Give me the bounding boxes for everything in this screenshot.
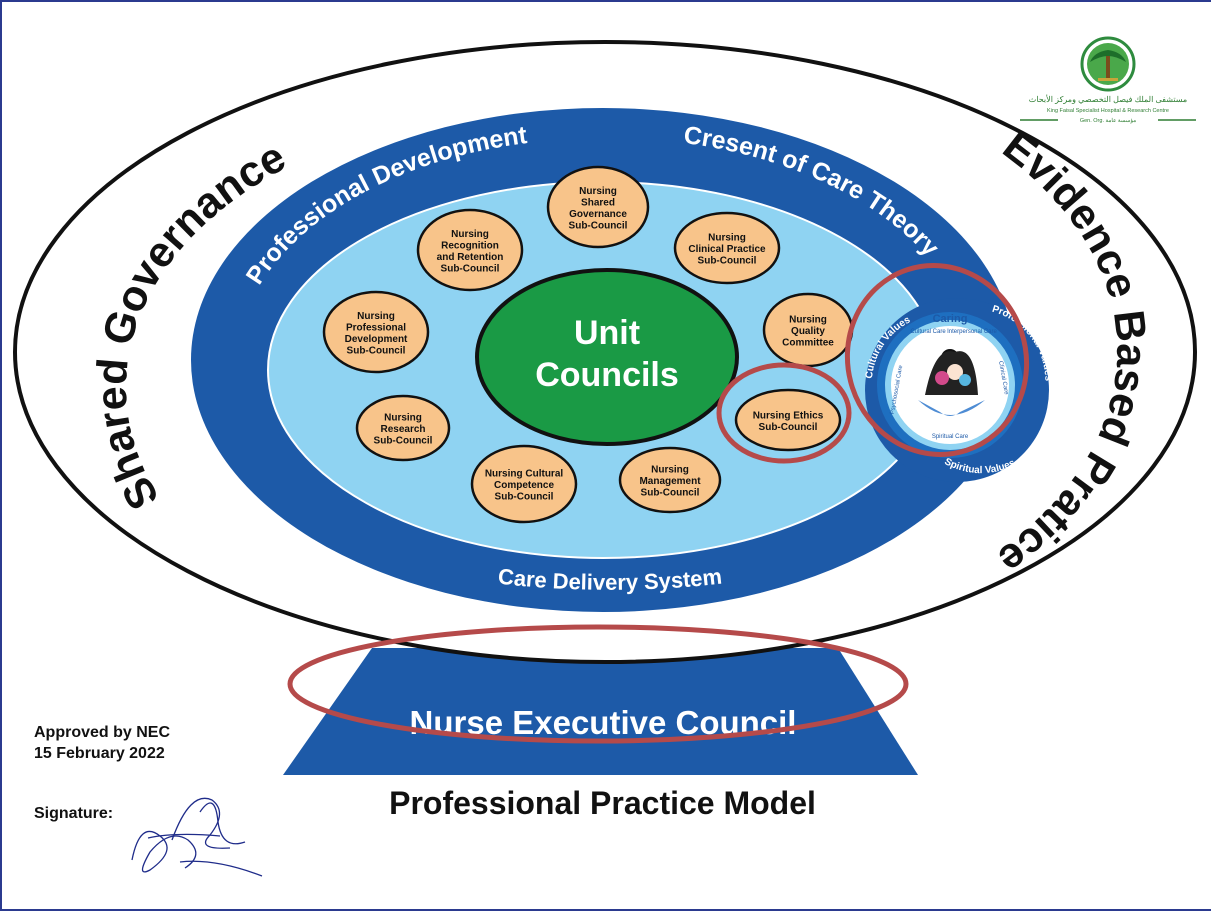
logo-english-text: King Faisal Specialist Hospital & Resear…	[1047, 108, 1169, 114]
subcouncil-bubble	[470, 444, 578, 524]
subcouncil-label-line: Clinical Practice	[688, 244, 766, 255]
subcouncil-label-line: Nursing	[579, 186, 617, 197]
subcouncil-label-line: Quality	[791, 326, 825, 337]
page-title: Professional Practice Model	[0, 785, 1211, 822]
subcouncil-label-line: Sub-Council	[641, 488, 700, 499]
subcouncil-label-line: Sub-Council	[374, 436, 433, 447]
subcouncil-label-line: Nursing Ethics	[753, 410, 824, 421]
subcouncil-bubble	[546, 165, 650, 249]
subcouncil-bubble	[416, 208, 524, 292]
subcouncil-label-line: Shared	[581, 197, 615, 208]
spiritual-care-label: Spiritual Care	[932, 434, 969, 440]
subcouncil-label-line: Nursing	[451, 229, 489, 240]
subcouncil-label-line: Sub-Council	[759, 422, 818, 433]
subcouncil-label-line: Nursing	[357, 311, 395, 322]
subcouncil-label-line: Management	[639, 476, 701, 487]
subcouncil-bubble	[734, 388, 842, 452]
subcouncil-label-line: and Retention	[437, 252, 504, 263]
subcouncil-label-line: Governance	[569, 209, 627, 220]
unit-councils-line2: Councils	[535, 356, 679, 394]
logo-org-text: Gen. Org. مؤسسة عامة	[1080, 117, 1136, 124]
approval-block: Approved by NEC 15 February 2022	[34, 722, 170, 764]
cultural-care-label: Cultural Care	[910, 329, 946, 335]
signature-label: Signature:	[34, 805, 114, 822]
subcouncil-label-line: Nursing Cultural	[485, 469, 564, 480]
subcouncil-label-line: Research	[380, 424, 425, 435]
unit-councils: Unit Councils	[475, 268, 739, 446]
subcouncil-label-line: Nursing	[384, 413, 422, 424]
nurse-executive-base	[283, 648, 918, 775]
subcouncil-label-line: Sub-Council	[347, 345, 406, 356]
signature-drawing	[131, 797, 263, 877]
subcouncil-bubble	[355, 394, 451, 462]
subcouncil-label-line: Sub-Council	[495, 492, 554, 503]
highlight-ellipse-ethics	[716, 362, 852, 464]
subcouncil-bubble	[322, 290, 430, 374]
clinical-care-label: Clinical Care	[997, 361, 1009, 396]
subcouncil-label-line: Development	[345, 334, 408, 345]
approval-date-text: 15 February 2022	[34, 745, 165, 762]
approved-by-text: Approved by NEC	[34, 724, 171, 741]
interpersonal-care-label: Interpersonal Care	[947, 329, 997, 335]
subcouncil-label-line: Professional	[346, 322, 406, 333]
subcouncil-label-line: Nursing	[651, 465, 689, 476]
subcouncil-label-line: Committee	[782, 338, 834, 349]
subcouncil-group: NursingSharedGovernanceSub-CouncilNursin…	[322, 165, 854, 524]
hospital-logo: مستشفى الملك فيصل التخصصي ومركز الأبحاث …	[1020, 36, 1196, 124]
subcouncil-bubble	[673, 211, 781, 285]
page-title-text: Professional Practice Model	[389, 785, 816, 821]
crescent-of-care-emblem	[865, 298, 1049, 482]
highlight-ellipse-crescent	[844, 263, 1030, 457]
subcouncil-label-line: Nursing	[708, 233, 746, 244]
unit-councils-line1: Unit	[574, 314, 640, 352]
logo-arabic-text: مستشفى الملك فيصل التخصصي ومركز الأبحاث	[1029, 94, 1187, 104]
subcouncil-label-line: Nursing	[789, 315, 827, 326]
subcouncil-4: NursingProfessionalDevelopmentSub-Counci…	[322, 290, 430, 374]
subcouncil-label-line: Sub-Council	[698, 256, 757, 267]
subcouncil-label-line: Sub-Council	[441, 263, 500, 274]
highlight-ellipse-base	[287, 624, 909, 744]
subcouncil-bubble	[618, 446, 722, 514]
subcouncil-label-line: Competence	[494, 480, 554, 491]
subcouncil-label-line: Sub-Council	[569, 220, 628, 231]
caring-label: Caring	[933, 313, 968, 325]
subcouncil-label-line: Recognition	[441, 240, 499, 251]
